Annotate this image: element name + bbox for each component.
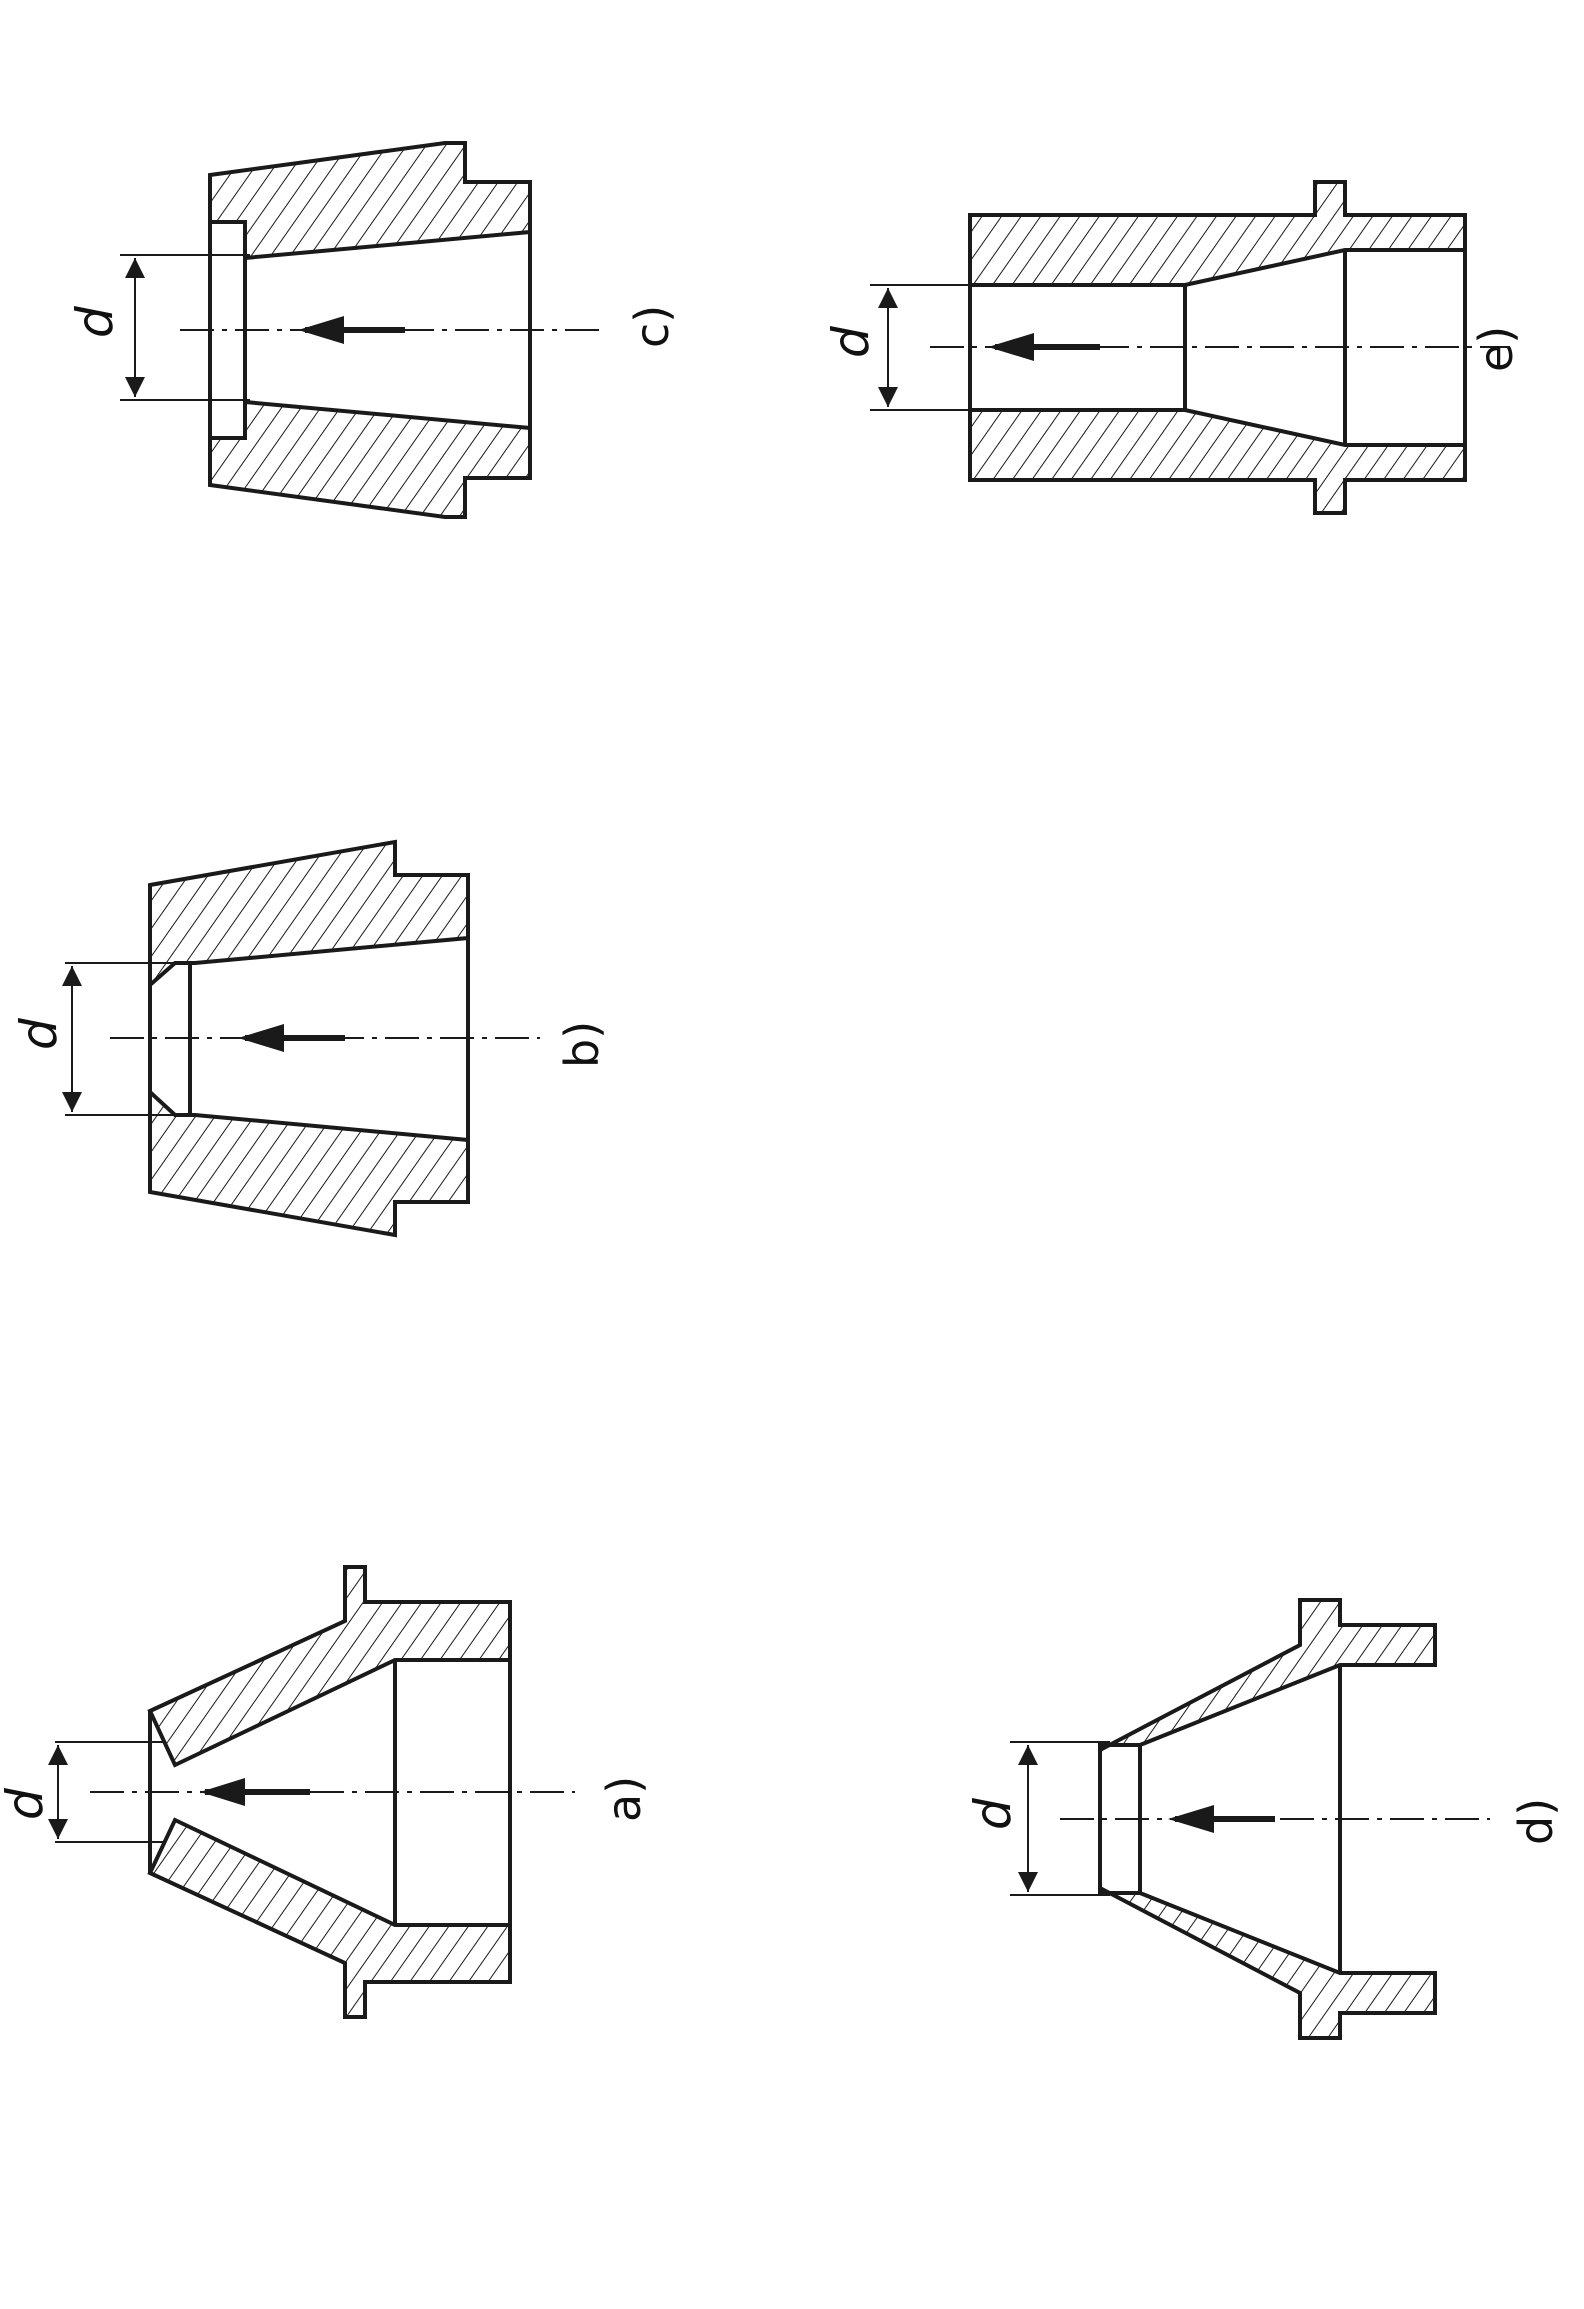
panel-e-label: e) [1469, 326, 1523, 372]
panel-d-label: d) [1509, 1798, 1563, 1845]
panel-e-hatched-wall [968, 180, 1467, 515]
panel-b-dimension-label: d [10, 1018, 68, 1050]
panel-d-dimension [1010, 1741, 1110, 1896]
panel-c-dimension [120, 254, 250, 401]
panel-c-hatched-wall [208, 141, 532, 519]
panel-d-dimension-label: d [964, 1798, 1022, 1830]
panel-d: d d) [964, 1598, 1563, 2040]
panel-e-dimension-label: d [822, 326, 880, 358]
panel-a-hatched-wall [147, 1565, 512, 2019]
panel-c-dimension-label: d [66, 306, 124, 338]
panel-a: d a) [0, 1565, 651, 2019]
panel-a-label: a) [597, 1776, 651, 1822]
panel-b: d b) [10, 839, 609, 1238]
panel-b-dimension [62, 962, 195, 1116]
panel-c-label: c) [625, 305, 679, 348]
panel-a-dimension [48, 1741, 165, 1843]
panel-a-dimension-label: d [0, 1788, 54, 1820]
panel-e-dimension [870, 284, 975, 411]
panel-d-hatched-wall [1098, 1598, 1437, 2040]
panel-e: d e) [822, 180, 1523, 515]
panel-c: d c) [66, 141, 679, 519]
panel-b-label: b) [555, 1021, 609, 1068]
